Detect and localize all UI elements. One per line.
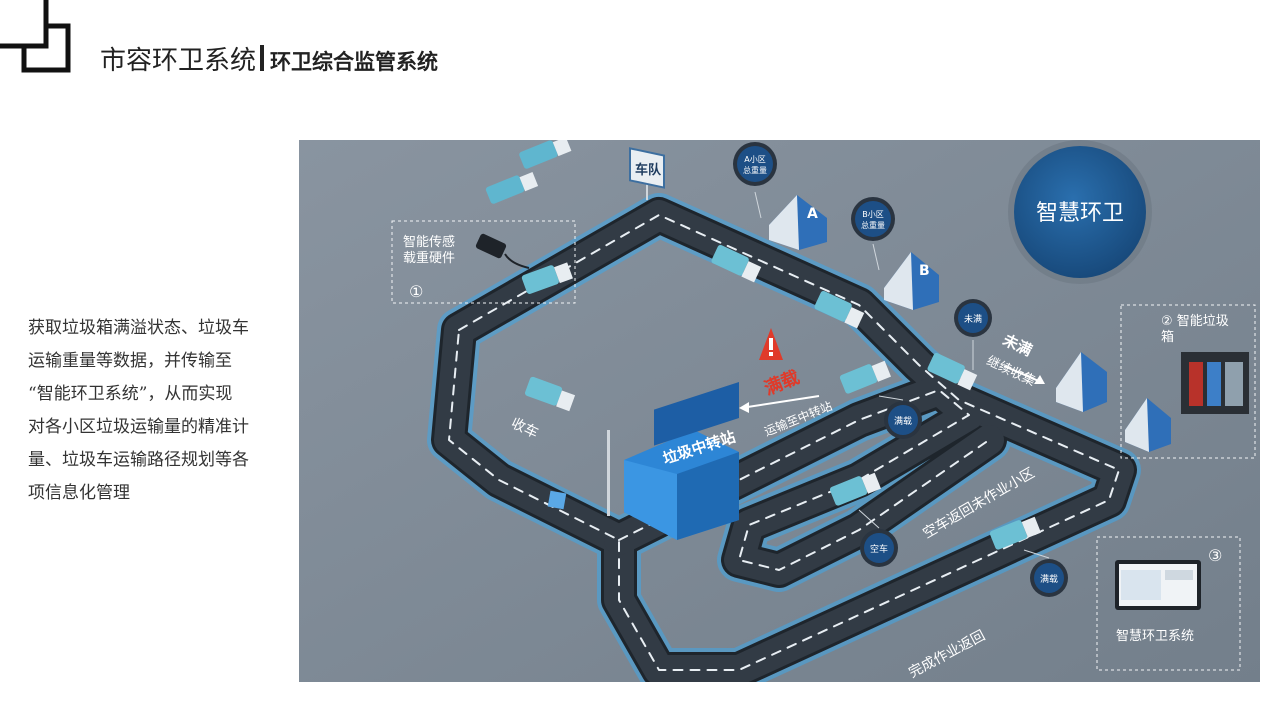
sensor-number: ① [409,282,423,301]
badge-not-full-label: 未满 [964,313,982,325]
page-title-sub: 环卫综合监管系统 [270,49,439,74]
badge-b-line1: B小区 [862,210,884,219]
sensor-label-line2: 载重硬件 [403,250,455,266]
house-b-letter: B [919,263,930,279]
house-n-icon [1056,352,1107,412]
badge-full-1-label: 满载 [894,415,912,427]
garbage-truck-icon [829,472,881,506]
small-cube-icon [547,490,567,510]
smart-system-number: ③ [1208,546,1222,565]
brand-circle-label: 智慧环卫 [1036,201,1124,226]
description-line: 项信息化管理 [28,483,130,503]
garbage-truck-icon [521,262,573,294]
road-trucks [521,244,1041,550]
sensor-hardware-box: 智能传感 载重硬件 ① [391,220,576,304]
page-title-main: 市容环卫系统 [100,46,257,76]
badge-empty-label: 空车 [870,543,888,555]
sensor-label-line1: 智能传感 [403,234,455,250]
fleet-sign: 车队 [629,147,665,200]
badge-not-full: 未满 [954,299,992,370]
house-a-icon: A [769,195,827,250]
garbage-truck-icon [711,244,762,283]
smart-bin-box: ② 智能垃圾 箱 [1120,304,1256,459]
transfer-station: 垃圾中转站 [607,382,739,540]
page-title: 市容环卫系统 环卫综合监管系统 [100,40,438,76]
fleet-trucks [485,140,572,204]
garbage-truck-icon [814,290,865,329]
description-text: 获取垃圾箱满溢状态、垃圾车 运输重量等数据，并传输至 “智能环卫系统”，从而实现… [28,312,278,510]
sensor-device-icon [475,233,507,259]
brand-circle: 智慧环卫 [1008,140,1152,284]
arrow-continue-icon [1003,365,1042,383]
garbage-truck-icon [525,376,576,412]
description-line: 获取垃圾箱满溢状态、垃圾车 [28,318,249,338]
badge-a-total-weight: A小区 总重量 [733,142,777,219]
badge-full-2-label: 满载 [1040,573,1058,585]
garbage-truck-icon [927,352,978,391]
smart-bin-label-line2: 箱 [1161,329,1174,345]
smart-system-box: ③ 智慧环卫系统 [1096,536,1241,671]
badge-b-total-weight: B小区 总重量 [851,197,895,271]
badge-a-line1: A小区 [744,155,765,164]
smart-system-label: 智慧环卫系统 [1116,628,1194,644]
arrow-to-station-icon [740,395,820,409]
badge-full-1: 满载 [878,395,922,439]
garbage-truck-icon [989,516,1041,550]
corner-logo-icon [0,0,71,73]
description-line: 量、垃圾车运输路径规划等各 [28,450,249,470]
description-line: “智能环卫系统”，从而实现 [28,384,233,404]
arrow-head-icon [739,402,749,413]
sanitation-flow-diagram: 智慧环卫 车队 智能传感 载重硬件 ① A [299,140,1260,682]
arrow-head-icon [1034,375,1045,384]
smart-bin-label-line1: ② 智能垃圾 [1161,314,1229,329]
description-line: 运输重量等数据，并传输至 [28,351,232,371]
house-a-letter: A [807,206,818,222]
badge-full-2: 满载 [1023,549,1068,597]
description-line: 对各小区垃圾运输量的精准计 [28,417,249,437]
warning-icon [759,328,783,360]
badge-b-line2: 总重量 [861,220,885,230]
badge-a-line2: 总重量 [743,165,767,175]
title-separator [260,45,265,71]
house-b-icon: B [884,252,939,310]
garbage-truck-icon [839,360,891,394]
badge-empty: 空车 [858,509,898,567]
fleet-sign-label: 车队 [635,162,662,178]
house-icon [1125,398,1171,452]
